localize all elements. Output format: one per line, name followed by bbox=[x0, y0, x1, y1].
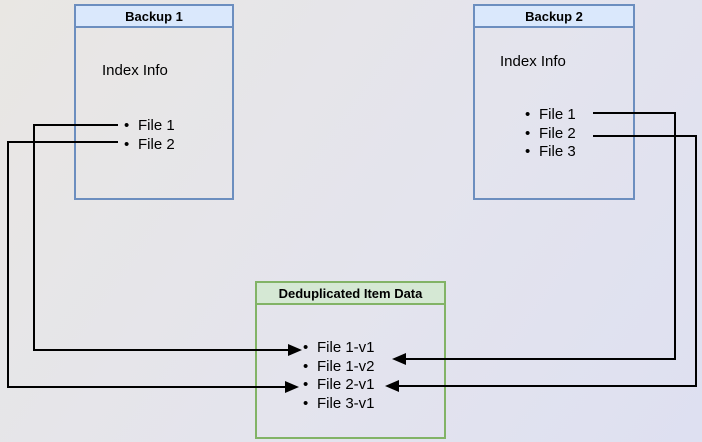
list-item: • File 1-v2 bbox=[303, 358, 375, 377]
backup1-file-list: • File 1 • File 2 bbox=[124, 117, 175, 154]
list-item: • File 1 bbox=[525, 106, 576, 125]
backup1-header: Backup 1 bbox=[76, 6, 232, 28]
list-item: • File 1-v1 bbox=[303, 339, 375, 358]
list-item: • File 3-v1 bbox=[303, 395, 375, 414]
file-label: File 2 bbox=[138, 135, 175, 153]
file-version-label: File 2-v1 bbox=[317, 376, 375, 394]
list-item: • File 3 bbox=[525, 143, 576, 162]
dedup-item-list: • File 1-v1 • File 1-v2 • File 2-v1 • Fi… bbox=[303, 339, 375, 413]
file-version-label: File 1-v1 bbox=[317, 339, 375, 356]
list-item: • File 2 bbox=[124, 136, 175, 155]
backup2-file-list: • File 1 • File 2 • File 3 bbox=[525, 106, 576, 162]
list-item: • File 1 bbox=[124, 117, 175, 136]
file-label: File 1 bbox=[539, 106, 576, 123]
backup2-title: Backup 2 bbox=[525, 8, 583, 24]
file-label: File 3 bbox=[539, 143, 576, 161]
bullet-icon: • bbox=[124, 117, 130, 134]
backup1-index-info-label: Index Info bbox=[102, 62, 168, 79]
list-item: • File 2-v1 bbox=[303, 376, 375, 395]
bullet-icon: • bbox=[303, 376, 309, 394]
file-label: File 2 bbox=[539, 124, 576, 142]
backup1-title: Backup 1 bbox=[125, 8, 183, 24]
bullet-icon: • bbox=[303, 339, 309, 356]
bullet-icon: • bbox=[124, 135, 130, 153]
bullet-icon: • bbox=[303, 357, 309, 375]
file-version-label: File 3-v1 bbox=[317, 394, 375, 412]
backup2-header: Backup 2 bbox=[475, 6, 633, 28]
dedup-header: Deduplicated Item Data bbox=[257, 283, 444, 305]
bullet-icon: • bbox=[525, 106, 531, 123]
file-version-label: File 1-v2 bbox=[317, 357, 375, 375]
backup1-box: Backup 1 bbox=[74, 4, 234, 200]
backup2-box: Backup 2 bbox=[473, 4, 635, 200]
file-label: File 1 bbox=[138, 117, 175, 134]
list-item: • File 2 bbox=[525, 125, 576, 144]
bullet-icon: • bbox=[525, 124, 531, 142]
backup2-index-info-label: Index Info bbox=[500, 53, 566, 70]
bullet-icon: • bbox=[525, 143, 531, 161]
dedup-title: Deduplicated Item Data bbox=[278, 285, 423, 301]
bullet-icon: • bbox=[303, 394, 309, 412]
